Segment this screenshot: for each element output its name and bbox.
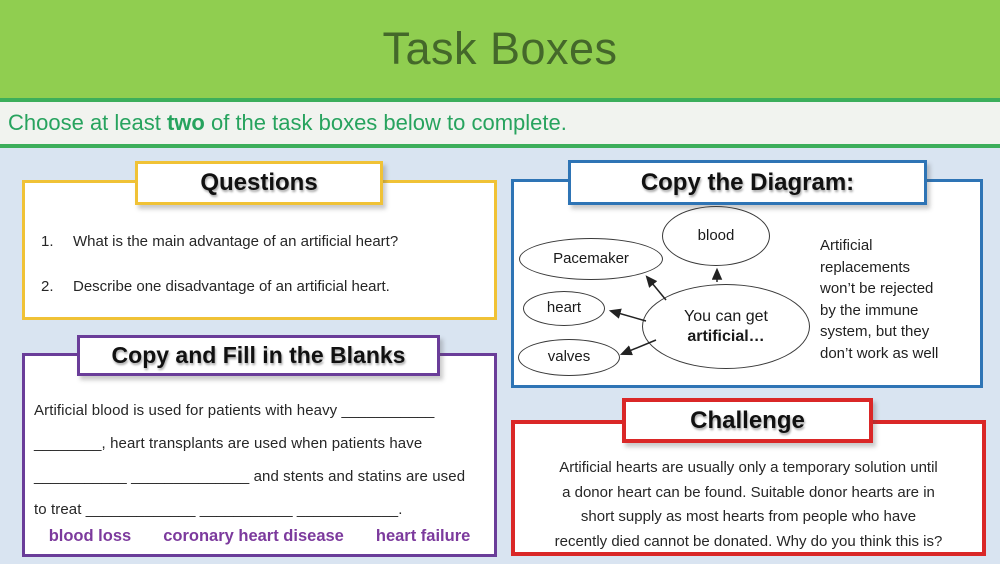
fill-blanks-header: Copy and Fill in the Blanks — [77, 335, 440, 376]
side-note-line: system, but they — [820, 323, 930, 340]
central-node-line1: You can get — [684, 307, 768, 325]
challenge-line: Artificial hearts are usually only a tem… — [559, 459, 938, 476]
diagram-node-valves: valves — [518, 339, 620, 376]
challenge-line: a donor heart can be found. Suitable don… — [562, 483, 935, 501]
word-bank-item: heart failure — [375, 527, 471, 545]
questions-header: Questions — [135, 161, 383, 205]
question-number: 1. — [41, 233, 54, 250]
instruction-bold: two — [166, 110, 205, 135]
question-item: 2. Describe one disadvantage of an artif… — [41, 278, 481, 295]
copy-diagram-task-box: blood Pacemaker heart valves You can get… — [511, 179, 983, 388]
question-text: Describe one disadvantage of an artifici… — [73, 278, 390, 295]
instruction-strip: Choose at least two of the task boxes be… — [0, 98, 1000, 148]
fill-blanks-line: Artificial blood is used for patients wi… — [34, 402, 435, 419]
diagram-node-heart: heart — [523, 291, 605, 326]
instruction-text: Choose at least two of the task boxes be… — [8, 110, 567, 135]
fill-blanks-line: ________, heart transplants are used whe… — [34, 435, 423, 452]
word-bank-item: coronary heart disease — [163, 527, 344, 545]
page-title: Task Boxes — [382, 23, 618, 74]
question-text: What is the main advantage of an artific… — [73, 233, 399, 250]
fill-blanks-line: to treat _____________ ___________ _____… — [34, 501, 403, 518]
question-number: 2. — [41, 278, 54, 295]
word-bank: blood loss coronary heart disease heart … — [25, 527, 494, 546]
diagram-node-pacemaker: Pacemaker — [519, 238, 663, 280]
fill-blanks-task-box: Artificial blood is used for patients wi… — [22, 353, 497, 557]
diagram-side-note: Artificial replacements won’t be rejecte… — [820, 235, 976, 364]
central-node-line2: artificial… — [687, 327, 765, 345]
fill-blanks-line: ___________ ______________ and stents an… — [34, 468, 466, 485]
diagram-node-blood: blood — [662, 206, 770, 266]
challenge-text: Artificial hearts are usually only a tem… — [515, 456, 982, 554]
side-note-line: replacements — [820, 258, 911, 276]
title-band: Task Boxes — [0, 0, 1000, 98]
copy-diagram-header: Copy the Diagram: — [568, 160, 927, 205]
challenge-line: recently died cannot be donated. Why do … — [554, 532, 943, 550]
side-note-line: by the immune — [820, 301, 919, 319]
side-note-line: don’t work as well — [820, 344, 939, 362]
word-bank-item: blood loss — [48, 527, 132, 545]
side-note-line: won’t be rejected — [820, 280, 934, 297]
challenge-header: Challenge — [622, 398, 873, 443]
side-note-line: Artificial — [820, 237, 873, 254]
question-item: 1. What is the main advantage of an arti… — [41, 233, 481, 250]
diagram-node-central: You can get artificial… — [642, 284, 810, 369]
challenge-line: short supply as most hearts from people … — [580, 508, 917, 525]
